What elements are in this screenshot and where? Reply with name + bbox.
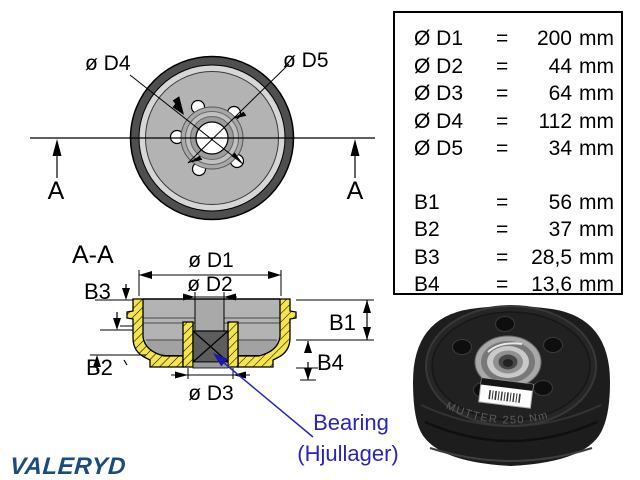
table-row: B3 = 28,5 mm — [414, 244, 621, 272]
table-row: Ø D5 = 34 mm — [414, 135, 621, 163]
dim-value: 34 — [548, 137, 572, 160]
bearing-callout-line1: Bearing — [313, 410, 389, 435]
dim-label: B3 — [414, 245, 440, 269]
drum-shell-cut — [126, 298, 297, 368]
dim-unit: mm — [579, 137, 614, 160]
dim-label: B2 — [414, 218, 440, 241]
table-row: B4 = 13,6 mm — [414, 271, 621, 299]
dim-unit: mm — [579, 109, 614, 133]
dim-b2 — [90, 354, 146, 371]
dim-d2 — [183, 292, 237, 301]
dim-value: 28,5 — [531, 245, 572, 269]
dim-value: 37 — [548, 218, 572, 241]
d5-label: ø D5 — [283, 49, 329, 72]
drum-section-view: A-A — [72, 241, 399, 466]
section-title: A-A — [72, 241, 114, 269]
dim-value: 44 — [548, 54, 572, 78]
dim-d3 — [171, 368, 250, 379]
dim-label: Ø D5 — [414, 137, 464, 160]
valeryd-logo: VALERYD — [9, 453, 127, 480]
table-row: B2 = 37 mm — [414, 216, 621, 244]
bearing-callout-arrowhead — [213, 353, 228, 367]
d4-label: ø D4 — [85, 52, 131, 75]
dim-value: 200 — [536, 27, 572, 50]
dim-label: Ø D1 — [414, 27, 464, 50]
d1-label: ø D1 — [188, 249, 234, 272]
table-row: Ø D4 = 112 mm — [414, 108, 621, 136]
dim-unit: mm — [579, 273, 614, 296]
equals-sign: = — [496, 137, 509, 160]
equals-sign: = — [496, 109, 509, 133]
dim-b3 — [95, 284, 133, 331]
equals-sign: = — [496, 190, 509, 214]
section-arrow-left — [52, 139, 62, 178]
b4-label: B4 — [317, 350, 344, 375]
bearing-callout-line2: (Hjullager) — [297, 441, 398, 466]
b1-label: B1 — [329, 310, 356, 335]
product-label — [478, 377, 534, 409]
product-photo: MUTTER 250 Nm — [413, 305, 610, 466]
dim-b1 — [296, 299, 374, 341]
dim-value: 13,6 — [531, 273, 572, 296]
dim-unit: mm — [579, 27, 614, 50]
bearing-block — [192, 330, 229, 369]
table-row: Ø D3 = 64 mm — [414, 80, 621, 108]
table-group-spacer — [414, 163, 621, 189]
dimension-table: Ø D1 = 200 mm Ø D2 = 44 mm Ø D3 = 64 mm … — [393, 11, 623, 296]
bearing-callout: Bearing (Hjullager) — [213, 353, 399, 466]
d2-label: ø D2 — [187, 273, 233, 296]
table-row: Ø D2 = 44 mm — [414, 53, 621, 81]
dim-d1 — [138, 270, 282, 296]
dim-label: Ø D3 — [414, 82, 464, 105]
equals-sign: = — [496, 54, 509, 78]
dim-label: Ø D2 — [414, 54, 464, 78]
equals-sign: = — [496, 27, 509, 50]
d4-leader — [129, 74, 244, 165]
equals-sign: = — [496, 273, 509, 296]
section-arrow-right — [350, 139, 360, 178]
table-row: Ø D1 = 200 mm — [414, 25, 621, 53]
table-row: B1 = 56 mm — [414, 189, 621, 217]
barcode — [488, 390, 521, 403]
equals-sign: = — [496, 218, 509, 241]
dim-unit: mm — [579, 190, 614, 214]
b3-label: B3 — [84, 279, 111, 304]
equals-sign: = — [496, 82, 509, 105]
dim-unit: mm — [579, 54, 614, 78]
section-marker-a-right: A — [347, 177, 364, 205]
d5-leader — [187, 63, 290, 164]
b2-label: B2 — [86, 355, 113, 380]
hub-bore — [195, 300, 224, 331]
dim-b4 — [296, 341, 318, 381]
dim-unit: mm — [579, 218, 614, 241]
dim-label: B4 — [414, 273, 440, 296]
drum-front-view: ø D4 ø D5 A A — [30, 49, 375, 221]
dim-label: Ø D4 — [414, 109, 464, 133]
section-marker-a-left: A — [48, 177, 65, 205]
dim-value: 56 — [548, 190, 572, 214]
photo-bearing-hub — [474, 335, 542, 389]
d3-label: ø D3 — [188, 382, 234, 405]
dim-value: 64 — [548, 82, 572, 105]
dim-label: B1 — [414, 190, 440, 214]
dim-unit: mm — [579, 245, 614, 269]
dim-value: 112 — [538, 109, 572, 133]
equals-sign: = — [496, 245, 509, 269]
dim-unit: mm — [579, 82, 614, 105]
